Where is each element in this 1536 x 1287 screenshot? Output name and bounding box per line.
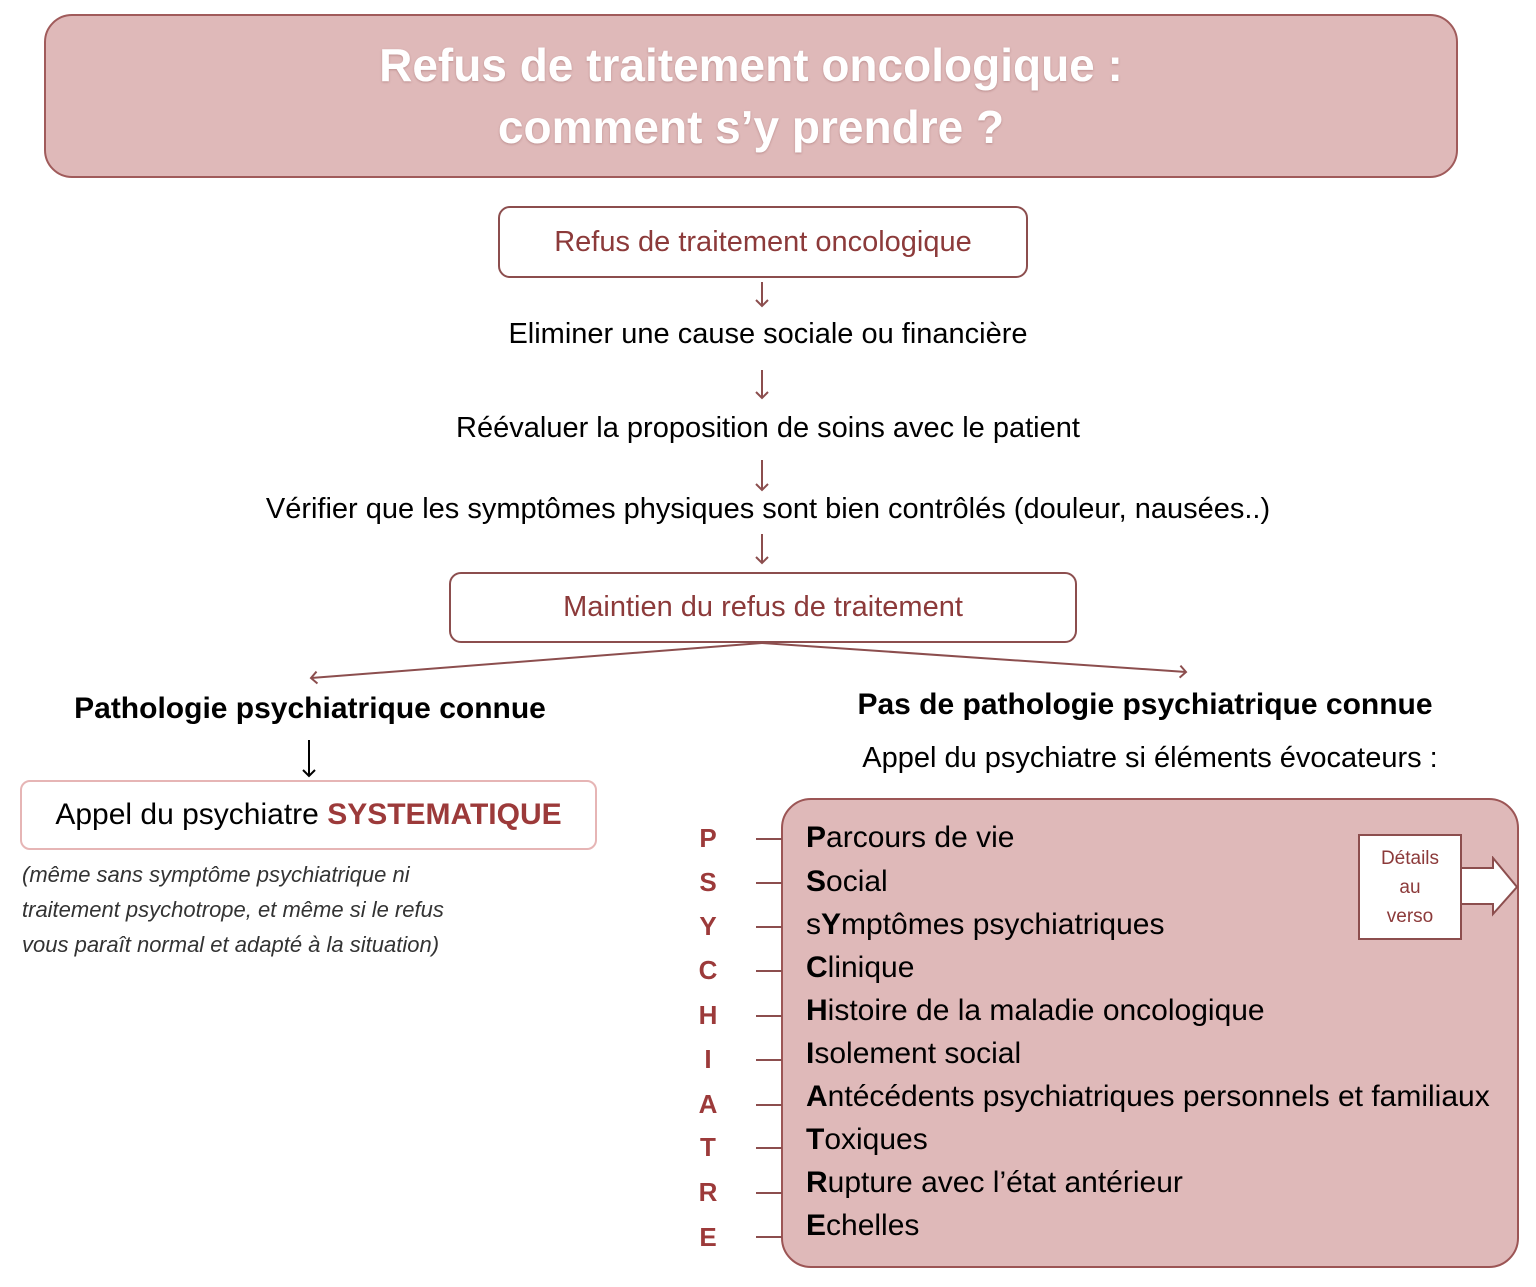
acronym-item-antecedents: Antécédents psychiatriques personnels et… bbox=[806, 1080, 1490, 1113]
systematic-call-emphasis: SYSTEMATIQUE bbox=[327, 798, 562, 831]
systematic-call-box: Appel du psychiatre SYSTEMATIQUE bbox=[20, 780, 597, 850]
systematic-call-prefix: Appel du psychiatre bbox=[55, 798, 328, 831]
details-callout: Détails au verso bbox=[1358, 834, 1462, 940]
acronym-letter: H bbox=[698, 1000, 718, 1030]
acronym-item-clinique: Clinique bbox=[806, 951, 915, 984]
acronym-item-symptomes: sYmptômes psychiatriques bbox=[806, 908, 1165, 941]
acronym-letter: R bbox=[698, 1177, 718, 1207]
details-line: Détails bbox=[1380, 847, 1440, 869]
note-line: vous paraît normal et adapté à la situat… bbox=[22, 932, 440, 957]
title-line-2: comment s’y prendre ? bbox=[497, 101, 1005, 153]
acronym-item-rupture: Rupture avec l’état antérieur bbox=[806, 1166, 1183, 1199]
acronym-dash bbox=[756, 1236, 782, 1238]
acronym-dash bbox=[756, 970, 782, 972]
acronym-letter: S bbox=[699, 867, 717, 897]
acronym-dash bbox=[756, 1192, 782, 1194]
acronym-item-histoire: Histoire de la maladie oncologique bbox=[806, 994, 1265, 1027]
acronym-letter: T bbox=[700, 1132, 716, 1162]
acronym-item-social: Social bbox=[806, 865, 888, 898]
note-line: traitement psychotrope, et même si le re… bbox=[22, 897, 444, 922]
acronym-dash bbox=[756, 1059, 782, 1061]
acronym-dash bbox=[756, 1015, 782, 1017]
acronym-dash bbox=[756, 882, 782, 884]
right-branch-heading: Pas de pathologie psychiatrique connue bbox=[857, 688, 1433, 721]
note-line: (même sans symptôme psychiatrique ni bbox=[22, 862, 410, 887]
acronym-letter: C bbox=[698, 955, 718, 985]
decision-box-label: Maintien du refus de traitement bbox=[563, 591, 963, 623]
step-verify-symptoms: Vérifier que les symptômes physiques son… bbox=[265, 493, 1271, 525]
arrow-decision-to-right bbox=[761, 642, 1188, 679]
left-branch-note: (même sans symptôme psychiatrique ni tra… bbox=[22, 857, 542, 962]
acronym-letter: P bbox=[699, 823, 717, 853]
details-line: au bbox=[1399, 876, 1421, 898]
start-box-label: Refus de traitement oncologique bbox=[554, 225, 972, 258]
acronym-dash bbox=[756, 1147, 782, 1149]
left-branch-heading: Pathologie psychiatrique connue bbox=[74, 692, 546, 725]
step-reevaluate-proposal: Réévaluer la proposition de soins avec l… bbox=[456, 412, 1080, 444]
details-line: verso bbox=[1386, 905, 1434, 927]
acronym-letter: I bbox=[704, 1044, 712, 1074]
decision-box: Maintien du refus de traitement bbox=[449, 572, 1077, 643]
acronym-item-echelles: Echelles bbox=[806, 1209, 920, 1242]
acronym-dash bbox=[756, 926, 782, 928]
start-box: Refus de traitement oncologique bbox=[498, 206, 1028, 278]
arrow-decision-to-left bbox=[309, 642, 763, 685]
step-eliminate-cause: Eliminer une cause sociale ou financière bbox=[508, 318, 1028, 350]
acronym-dash bbox=[756, 838, 782, 840]
title-banner: Refus de traitement oncologique : commen… bbox=[44, 14, 1458, 178]
title-line-1: Refus de traitement oncologique : bbox=[379, 39, 1123, 91]
right-arrow-icon bbox=[1460, 856, 1519, 917]
acronym-letter: A bbox=[698, 1089, 718, 1119]
acronym-letter: Y bbox=[699, 911, 717, 941]
acronym-item-toxiques: Toxiques bbox=[806, 1123, 928, 1156]
acronym-letter: E bbox=[699, 1222, 717, 1252]
right-branch-subheading: Appel du psychiatre si éléments évocateu… bbox=[862, 742, 1438, 774]
acronym-dash bbox=[756, 1104, 782, 1106]
acronym-item-parcours: Parcours de vie bbox=[806, 821, 1015, 854]
acronym-item-isolement: Isolement social bbox=[806, 1037, 1022, 1070]
